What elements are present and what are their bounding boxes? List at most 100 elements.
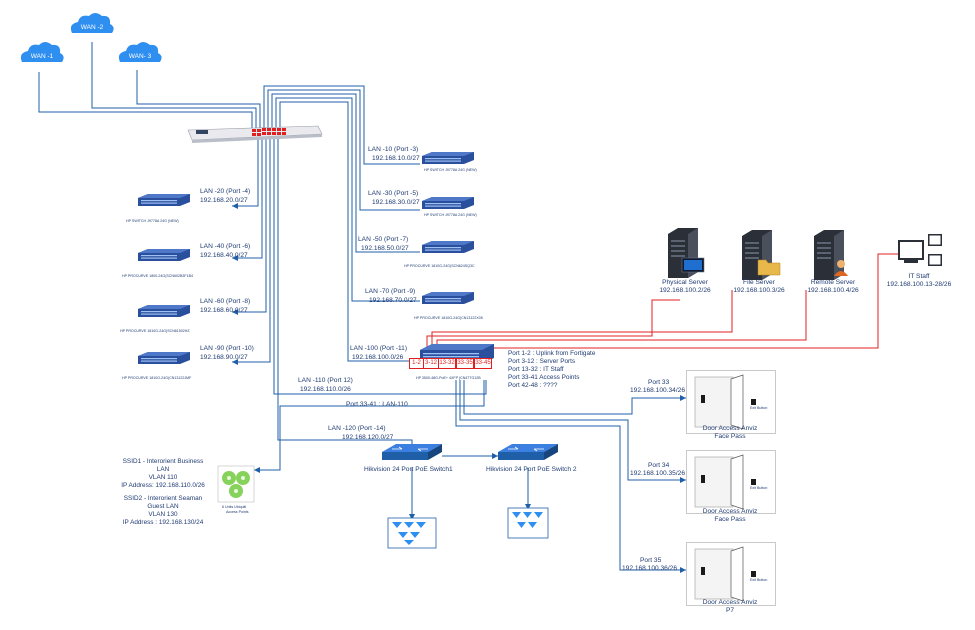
- ap-label-line1: 6 Units Ubiquiti: [222, 505, 247, 509]
- lan60-title: LAN -60 (Port -8): [200, 298, 251, 305]
- lan120-title: LAN -120 (Port -14): [328, 425, 386, 432]
- lan10-net: 192.168.10.0/27: [372, 155, 420, 162]
- port-legend-line: Port 42-48 : ????: [508, 382, 558, 389]
- wan2-label: WAN -2: [80, 23, 104, 31]
- lan50-device: HP PROCURVE 1810G-24G(SCN624SQ3C: [404, 264, 475, 268]
- it-staff-ip: 192.168.100.13-28/26: [886, 281, 952, 288]
- door1-title: Door Access Anviz: [702, 425, 758, 432]
- door1-link: [463, 380, 686, 415]
- firewall-icon: [187, 125, 323, 143]
- lan20-link: [232, 138, 259, 207]
- wan1-link: [38, 72, 253, 128]
- wan2-cloud: WAN -2: [72, 19, 112, 35]
- door2-title: Door Access Anviz: [702, 508, 758, 515]
- remote-server-ip: 192.168.100.4/26: [807, 287, 859, 294]
- door2-link: [459, 380, 686, 481]
- lan20-net: 192.168.20.0/27: [200, 197, 248, 204]
- door3-sub: P7: [725, 607, 735, 614]
- port-legend-line: Port 33-41 Access Points: [508, 374, 580, 381]
- lan90-net: 192.168.90.0/27: [200, 354, 248, 361]
- port33-41-label: Port 33-41 : LAN-110: [346, 401, 408, 408]
- lan40-device: HP PROCURVE 1800-24G(SCN602B3F1B4: [122, 274, 193, 278]
- door3-exit: Exit Button: [750, 578, 768, 582]
- lan20-device: HP SWITCH J9778A 24G (NEW): [126, 219, 179, 223]
- lan100-title: LAN -100 (Port -11): [350, 345, 408, 352]
- lan50-link: [271, 93, 420, 253]
- door2-sub: Face Pass: [714, 516, 746, 523]
- lan50-title: LAN -50 (Port -7): [358, 236, 409, 243]
- switch-icon: [138, 152, 494, 364]
- door3-title: Door Access Anviz: [702, 599, 758, 606]
- access-points-icon: [217, 465, 255, 503]
- lan60-link: [232, 138, 267, 313]
- remote-server-name: Remote Server: [810, 279, 856, 286]
- lan90-device: HP PROCURVE 1810G-24G(CN13122JMF: [122, 376, 192, 380]
- physical-server-red-link: [426, 299, 680, 356]
- core-port-33-45: 33-45: [474, 358, 492, 369]
- lan50-net: 192.168.50.0/27: [361, 245, 409, 252]
- ssid2-line: SSID2 - Interorient Seaman: [123, 495, 203, 502]
- port-legend-line: Port 1-2 : Uplink from Fortigate: [508, 350, 596, 357]
- core-port-33-35: 33-35: [456, 358, 474, 369]
- lan90-title: LAN -90 (Port -10): [200, 345, 254, 352]
- door2-panel: [686, 450, 776, 514]
- lan110-net: 192.168.110.0/26: [300, 386, 351, 393]
- lan70-link: [275, 97, 420, 302]
- lan40-title: LAN -40 (Port -6): [200, 243, 251, 250]
- lan70-net: 192.168.70.0/27: [369, 297, 417, 304]
- lan110-title: LAN -110 (Port 12): [298, 377, 353, 384]
- wan3-cloud: WAN- 3: [120, 48, 160, 64]
- lan100-net: 192.168.100.0/26: [352, 354, 404, 361]
- lan70-title: LAN -70 (Port -9): [365, 288, 416, 295]
- file-server-name: File Server: [743, 279, 775, 286]
- wan1-cloud: WAN -1: [22, 48, 62, 64]
- ssid1-line: SSID1 - Interorient Business: [122, 458, 204, 465]
- door3-link: [455, 380, 686, 571]
- ssid1-line: IP Address: 192.168.110.0/26: [121, 482, 205, 489]
- door1-exit: Exit Button: [750, 406, 768, 410]
- port33-41-link: [254, 380, 485, 471]
- lan120-net: 192.168.120.0/27: [342, 434, 394, 441]
- ap-label-line2: Access Points: [226, 510, 249, 514]
- door1-panel: [686, 370, 776, 434]
- door3-panel: [686, 542, 776, 606]
- physical-server-ip: 192.168.100.2/26: [659, 287, 711, 294]
- lan10-link: [263, 85, 420, 165]
- door2-port: Port 34: [648, 462, 670, 469]
- core-port-3-12: 3-12: [423, 358, 439, 369]
- ssid2-line: IP Address : 192.168.130/24: [122, 519, 204, 526]
- ssid2-line: VLAN 130: [148, 511, 178, 518]
- lan100-device: HP 3500-48G-PoE+ 4XFP (CN47TG12B: [416, 376, 481, 380]
- lan70-device: HP PROCURVE 1810G-24G(CN13122X05: [414, 316, 483, 320]
- port-legend-line: Port 3-12 : Server Ports: [508, 358, 576, 365]
- poe-switch-icon: [382, 444, 558, 460]
- cloud-icon: [20, 13, 162, 62]
- wan3-label: WAN- 3: [128, 52, 152, 60]
- wan2-link: [91, 42, 257, 128]
- wan1-label: WAN -1: [30, 52, 54, 60]
- lan30-title: LAN -30 (Port -5): [368, 190, 419, 197]
- lan30-link: [267, 89, 420, 211]
- lan60-device: HP PROCURVE 1810G-24G(SCN61502HZ: [120, 329, 190, 333]
- door2-exit: Exit Button: [750, 486, 768, 490]
- port-legend-line: Port 13-32 : IT Staff: [508, 366, 564, 373]
- door2-ip: 192.168.100.35/26: [630, 470, 686, 477]
- ssid-info: SSID1 - Interorient Business LAN VLAN 11…: [98, 458, 228, 527]
- ssid1-line: VLAN 110: [148, 474, 178, 481]
- lan10-title: LAN -10 (Port -3): [368, 146, 419, 153]
- file-server-ip: 192.168.100.3/26: [733, 287, 785, 294]
- lan40-link: [232, 138, 263, 259]
- lan60-net: 192.168.60.0/27: [200, 307, 248, 314]
- door1-sub: Face Pass: [714, 433, 746, 440]
- it-staff-name: IT Staff: [908, 273, 930, 280]
- poe-switch2-label: Hikvision 24 Port PoE Switch 2: [486, 466, 577, 473]
- wan3-link: [136, 70, 261, 128]
- lan90-link: [232, 138, 271, 363]
- port-legend: Port 1-2 : Uplink from Fortigate Port 3-…: [508, 350, 595, 390]
- lan10-device: HP SWITCH J9778A 24G (NEW): [424, 168, 477, 172]
- door1-port: Port 33: [648, 379, 670, 386]
- server-icon: [668, 228, 848, 280]
- door1-ip: 192.168.100.34/26: [630, 387, 686, 394]
